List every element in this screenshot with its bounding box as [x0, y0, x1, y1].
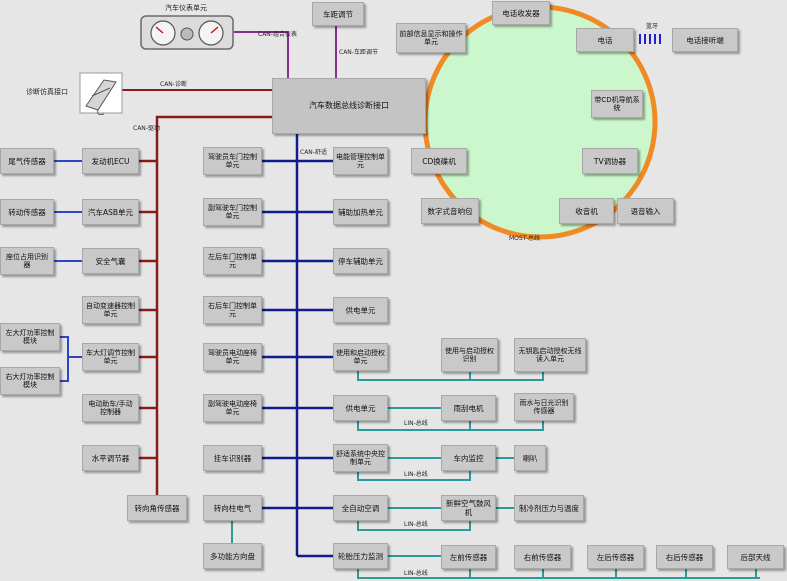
left-headlight-module: 左大灯功率控制模块: [0, 323, 60, 351]
power-supply-unit-b: 供电单元: [333, 395, 388, 421]
aux-heater-unit: 辅助加热单元: [333, 199, 388, 225]
start-authorization-unit: 使用和启动授权单元: [333, 343, 388, 371]
lin-bus-5: [357, 555, 760, 579]
right-rear-door-unit: 右后车门控制单元: [203, 296, 262, 324]
tv-tuner: TV调协器: [582, 148, 638, 174]
start-auth-identifier: 使用与启动授权识别: [441, 338, 498, 372]
cluster-title: 汽车仪表单元: [165, 4, 207, 12]
wiper-motor: 雨刮电机: [441, 395, 496, 421]
voice-input: 语音输入: [617, 198, 674, 224]
multi-function-steering-wheel: 多功能方向盘: [203, 543, 262, 569]
lin-label-4: LIN-总线: [404, 570, 428, 577]
seat-occupancy-sensor: 座位占用识别器: [0, 247, 54, 275]
distance-unit: 车距调节: [312, 2, 364, 26]
trailer-detector: 挂车识别器: [203, 445, 262, 471]
abs-unit: 汽车ASB单元: [82, 199, 139, 225]
rain-light-sensor: 雨水与日光识别传感器: [514, 393, 574, 421]
left-rear-sensor: 左后传感器: [587, 545, 644, 569]
steering-angle-sensor: 转向角传感器: [127, 495, 187, 521]
power-management-unit: 电能管理控制单元: [333, 147, 388, 175]
refrigerant-pressure-temp: 制冷剂压力与温度: [514, 495, 584, 521]
airbag-unit: 安全气囊: [82, 248, 139, 274]
tire-pressure-monitor: 轮胎压力监测: [333, 543, 388, 569]
engine-ecu: 发动机ECU: [82, 148, 139, 174]
auto-ac-unit: 全自动空调: [333, 495, 388, 521]
can-distance-label: CAN-车距调节: [339, 49, 378, 56]
park-assist-unit: 停车辅助单元: [333, 248, 388, 274]
lin-label-1: LIN-总线: [404, 420, 428, 427]
diagnostic-device-drawing: [79, 72, 123, 115]
can-drive-branches: [139, 159, 157, 460]
instrument-cluster-drawing: [140, 15, 234, 50]
rear-antenna: 后部天线: [727, 545, 784, 569]
comfort-central-unit: 舒适系统中央控制单元: [333, 444, 388, 472]
can-drive-label: CAN-驱动: [133, 125, 160, 132]
exhaust-sensor: 尾气传感器: [0, 148, 54, 174]
lin-bus-3: [357, 457, 514, 481]
sensor-links: [54, 160, 82, 382]
horn: 喇叭: [514, 445, 546, 471]
digital-audio: 数字式音响包: [421, 198, 479, 224]
auto-transmission-unit: 自动变速器控制单元: [82, 296, 139, 324]
level-adjuster: 水平调节器: [82, 445, 139, 471]
radio-unit: 收音机: [559, 198, 614, 224]
passenger-seat-unit: 副驾驶电动座椅单元: [203, 394, 262, 422]
phone-handset: 电话接听端: [672, 28, 738, 52]
bluetooth-label: 蓝牙: [646, 23, 659, 30]
right-headlight-module: 右大灯功率控制模块: [0, 367, 60, 395]
can-comfort-branches: [262, 159, 333, 558]
lin-bus-2: [357, 407, 544, 431]
right-rear-sensor: 右后传感器: [656, 545, 713, 569]
cd-navigation: 带CD机导航系统: [591, 90, 643, 118]
can-combo-line: [234, 31, 289, 78]
bus-diagnostic-hub: 汽车数据总线诊断接口: [272, 78, 426, 134]
steering-column-electronics: 转向柱电气: [203, 495, 262, 521]
speed-sensor: 转动传感器: [0, 199, 54, 225]
bluetooth-icon: [639, 34, 669, 46]
can-diag-label: CAN-诊断: [160, 81, 187, 88]
cd-changer: CD换碟机: [411, 148, 467, 174]
passenger-door-unit: 副驾驶车门控制单元: [203, 198, 262, 226]
headlight-adjust-unit: 车大灯调节控制单元: [82, 343, 139, 371]
can-comfort-label: CAN-舒适: [300, 149, 327, 156]
interior-monitor: 车内监控: [441, 445, 496, 471]
lin-label-3: LIN-总线: [404, 521, 428, 528]
can-drive-trunk: [155, 115, 272, 508]
front-display-unit: 前部信息显示和操作单元: [396, 23, 466, 53]
can-combo-label: CAN-组合仪表: [258, 31, 297, 38]
e-parking-brake: 电动助车/手动控制器: [82, 394, 139, 422]
phone-unit: 电话: [576, 28, 634, 52]
right-front-sensor: 右前传感器: [514, 545, 571, 569]
diag-port-label: 诊断仿真接口: [26, 88, 68, 96]
lin-bus-4: [357, 507, 514, 531]
power-supply-unit-a: 供电单元: [333, 297, 388, 323]
lin-bus-1: [357, 369, 544, 381]
driver-door-unit: 驾驶员车门控制单元: [203, 147, 262, 175]
left-rear-door-unit: 左后车门控制单元: [203, 247, 262, 275]
phone-transceiver: 电话收发器: [492, 1, 550, 25]
lin-label-2: LIN-总线: [404, 471, 428, 478]
driver-seat-unit: 驾驶员电动座椅单元: [203, 343, 262, 371]
left-front-sensor: 左前传感器: [441, 545, 496, 569]
fresh-air-blower: 新鲜空气鼓风机: [441, 495, 496, 521]
keyless-entry-reader: 无钥匙启动授权无线读入单元: [514, 338, 586, 372]
most-label: MOST-总线: [509, 235, 540, 242]
